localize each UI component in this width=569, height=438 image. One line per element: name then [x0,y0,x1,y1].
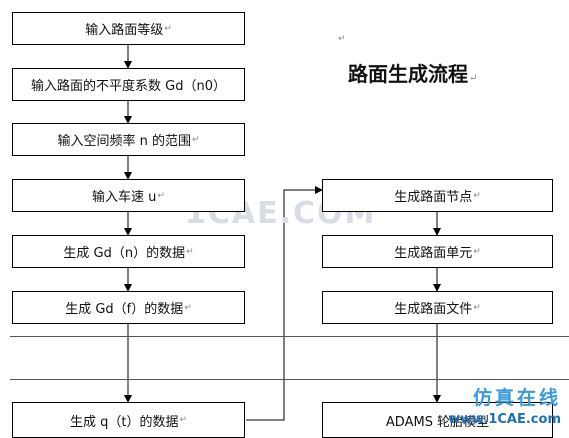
paragraph-mark: ↵ [338,34,346,44]
paragraph-mark: ↵ [184,302,192,313]
step-label: 生成路面文件 [394,302,473,317]
step-label: 生成路面节点 [394,190,473,205]
paragraph-mark: ↵ [164,23,172,34]
step-label: ADAMS 轮胎模型 [385,414,490,430]
step-generate-gd-f: 生成 Gd（f）的数据↵ [12,291,245,324]
connector-left-to-right [246,186,323,421]
step-label: 生成 Gd（f）的数据 [65,302,184,317]
site-logo-text: 仿真在线 [472,387,561,409]
paragraph-mark: ↵ [473,246,481,257]
page-break-line-top [10,336,569,337]
paragraph-mark: ↵ [179,415,188,425]
step-label: 输入路面等级 [85,23,164,38]
paragraph-mark: ↵ [191,134,200,145]
step-generate-q-t: 生成 q（t）的数据↵ [12,402,245,438]
step-generate-road-file: 生成路面文件↵ [322,291,553,324]
step-label: 生成 Gd（n）的数据 [63,246,186,261]
step-input-roughness-coefficient: 输入路面的不平度系数 Gd（n0） [12,68,245,101]
paragraph-mark: ↵ [469,73,478,84]
diagram-title: 路面生成流程↵ [348,58,477,87]
paragraph-mark: ↵ [157,190,165,201]
step-input-frequency-range: 输入空间频率 n 的范围↵ [12,123,245,156]
step-input-vehicle-speed: 输入车速 u↵ [12,179,245,212]
step-label: 输入车速 u [92,190,157,205]
step-label: 输入路面的不平度系数 Gd（n0） [31,79,226,94]
title-text: 路面生成流程 [348,62,468,86]
step-generate-road-elements: 生成路面单元↵ [322,235,553,268]
step-label: 生成路面单元 [394,246,473,261]
paragraph-mark: ↵ [473,302,481,313]
paragraph-mark: ↵ [473,190,481,201]
paragraph-mark: ↵ [186,246,194,257]
step-generate-gd-n: 生成 Gd（n）的数据↵ [12,235,245,268]
page-break-line-bottom [10,379,569,380]
site-logo-url: www.1CAE.com [448,412,561,427]
step-input-road-grade: 输入路面等级↵ [12,12,245,45]
step-label: 生成 q（t）的数据 [69,414,179,430]
step-generate-road-nodes: 生成路面节点↵ [322,179,553,212]
step-label: 输入空间频率 n 的范围 [57,134,191,149]
